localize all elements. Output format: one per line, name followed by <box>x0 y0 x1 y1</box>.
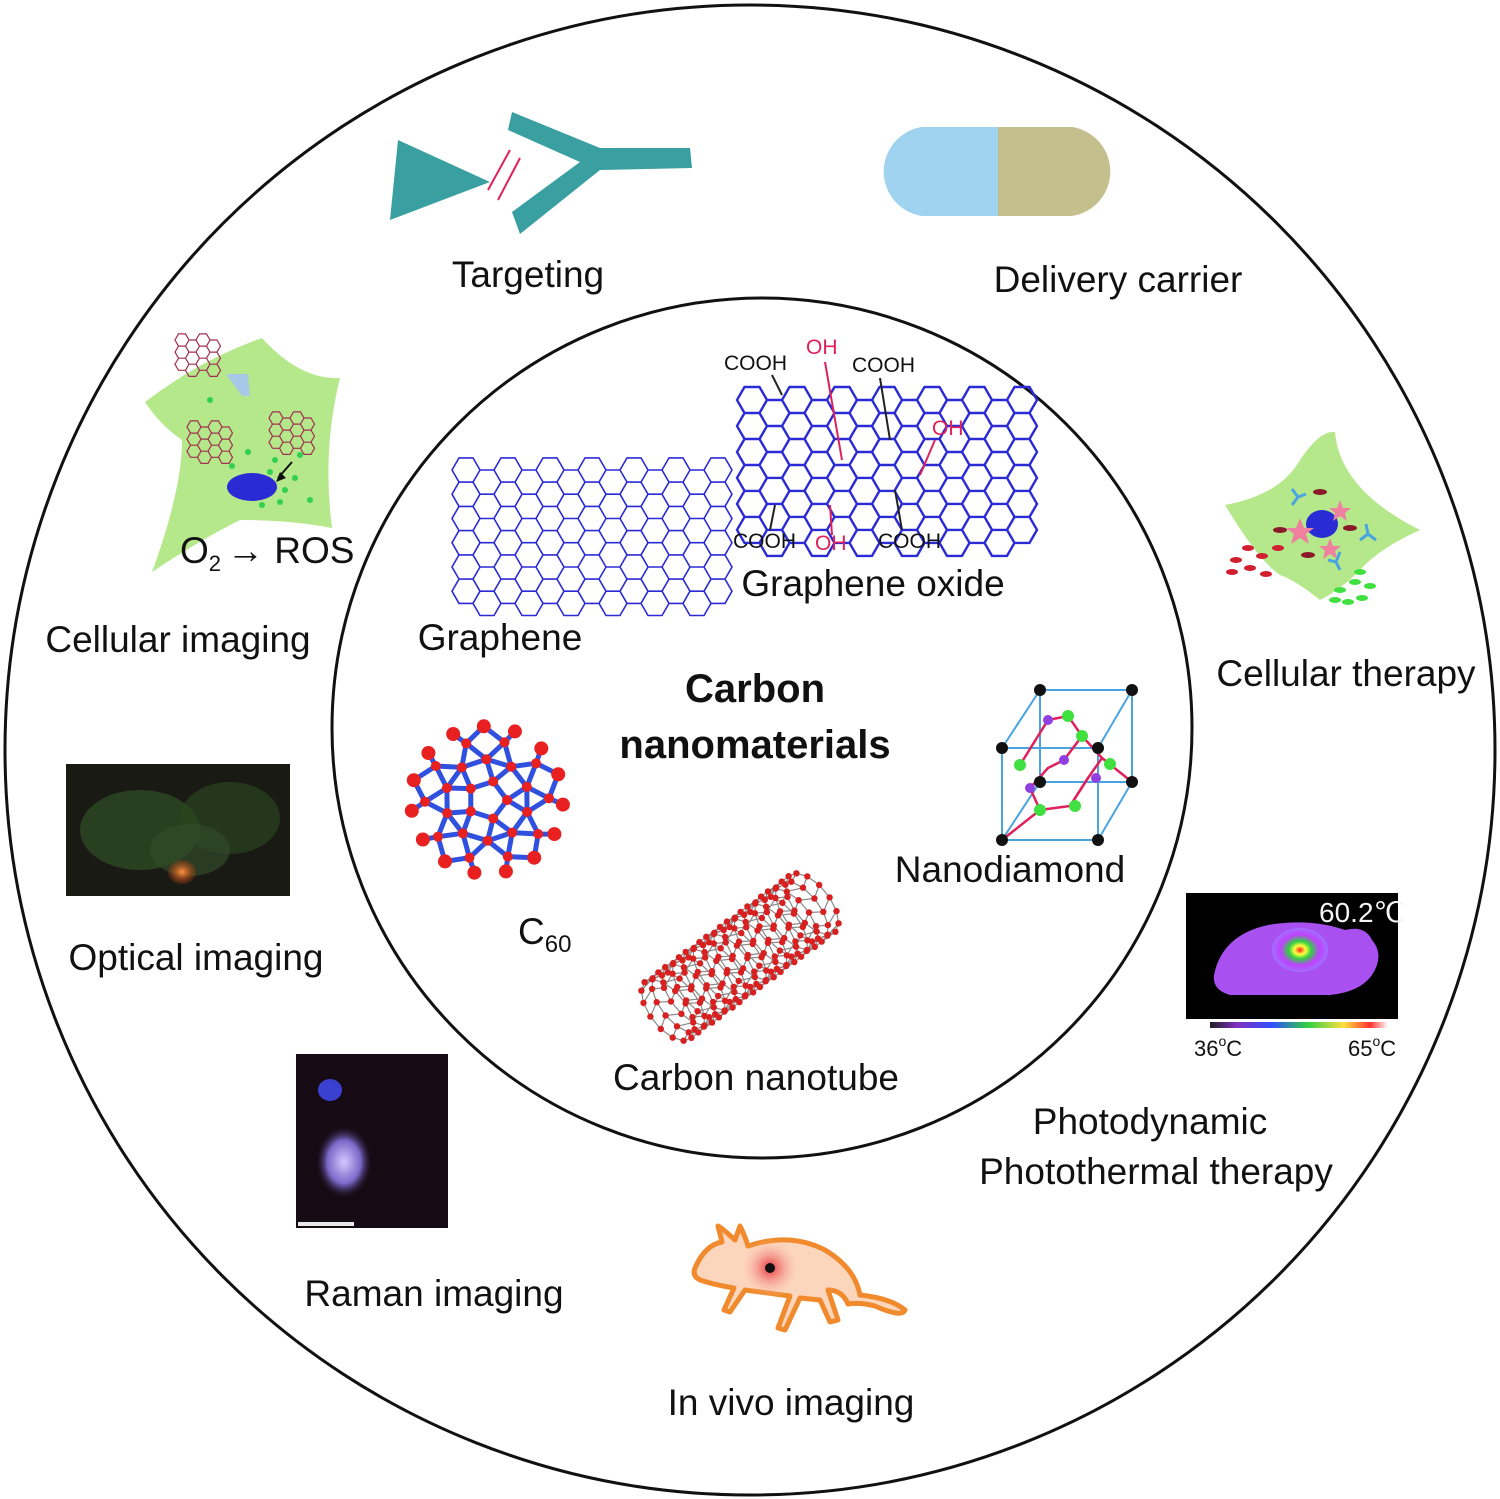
c60-fullerene-icon <box>404 719 570 880</box>
photothermal-therapy-label: Photothermal therapy <box>979 1151 1333 1192</box>
go-cooh-bottom-right: COOH <box>878 530 941 553</box>
graphene-oxide-functional-lines <box>769 361 936 536</box>
nanodiamond-crystal-icon <box>996 684 1138 846</box>
delivery-carrier-label: Delivery carrier <box>994 259 1243 300</box>
optical-imaging-label: Optical imaging <box>68 937 323 978</box>
inner-circle <box>330 296 1194 1160</box>
go-oh-right: OH <box>932 417 964 440</box>
go-oh-top: OH <box>806 336 838 359</box>
capsule-icon <box>883 127 1111 216</box>
center-title-line2: nanomaterials <box>619 723 890 767</box>
carbon-nanotube-icon <box>638 870 842 1044</box>
raman-imaging-label: Raman imaging <box>304 1273 563 1314</box>
graphene-oxide-lattice-icon <box>735 385 1039 558</box>
center-title-line1: Carbon <box>685 667 825 711</box>
optical-imaging-photo <box>66 764 290 896</box>
photodynamic-label: Photodynamic <box>1033 1101 1267 1142</box>
in-vivo-imaging-label: In vivo imaging <box>668 1382 915 1423</box>
cellular-imaging-cell-icon <box>145 333 340 572</box>
go-cooh-top-right: COOH <box>852 354 915 377</box>
thermal-scale-max: 65oC <box>1348 1033 1396 1061</box>
nanodiamond-label: Nanodiamond <box>895 849 1125 890</box>
targeting-label: Targeting <box>452 254 604 295</box>
go-oh-bottom: OH <box>815 532 847 555</box>
cellular-imaging-label: Cellular imaging <box>45 619 310 660</box>
graphene-lattice-icon <box>451 457 733 617</box>
go-cooh-bottom-left: COOH <box>733 530 796 553</box>
thermal-temperature-label: 60.2℃ <box>1319 897 1405 928</box>
ros-label: O2→ ROS <box>180 530 355 576</box>
cellular-therapy-cell-icon <box>1225 431 1420 605</box>
mouse-icon <box>691 1223 908 1333</box>
graphene-oxide-label: Graphene oxide <box>741 563 1004 604</box>
go-cooh-top-left: COOH <box>724 352 787 375</box>
outer-circle <box>3 3 1497 1497</box>
thermal-scale-min: 36oC <box>1194 1033 1242 1061</box>
c60-label: C60 <box>518 911 571 958</box>
targeting-icon <box>390 112 692 234</box>
cellular-therapy-label: Cellular therapy <box>1216 653 1476 694</box>
raman-imaging-photo <box>296 1054 448 1228</box>
thermal-image <box>1186 893 1398 1028</box>
graphene-label: Graphene <box>418 617 583 658</box>
carbon-nanotube-label: Carbon nanotube <box>613 1057 899 1098</box>
